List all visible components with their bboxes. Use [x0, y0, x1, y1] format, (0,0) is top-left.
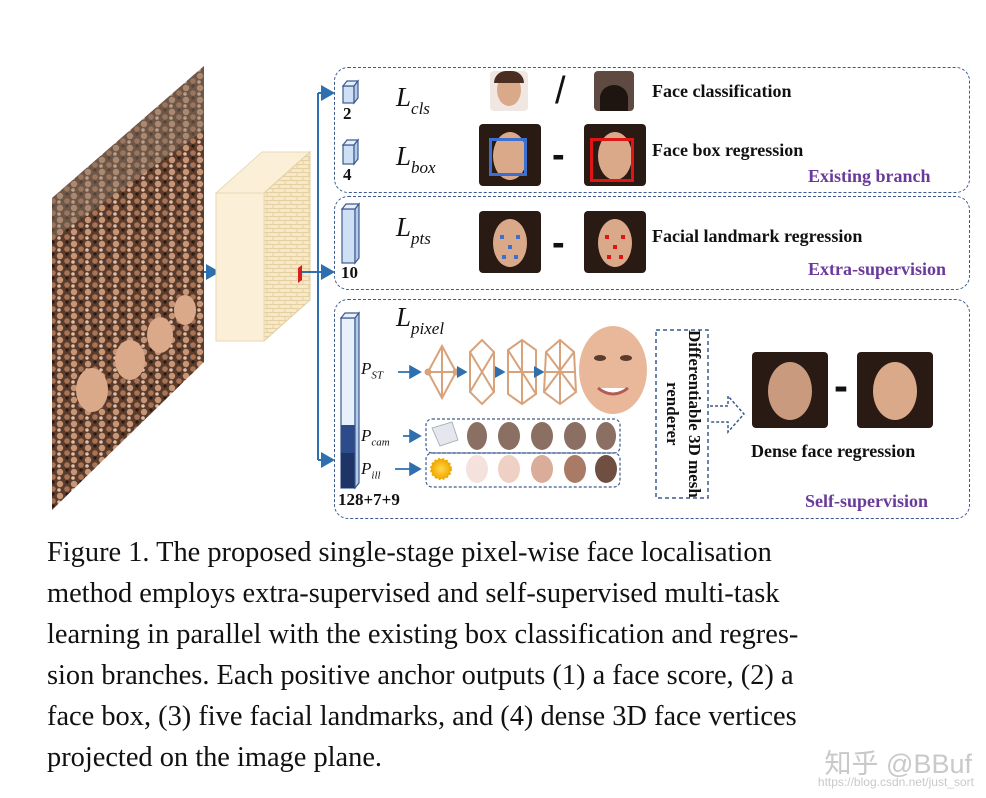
camera-pose-strip: [425, 418, 621, 454]
existing-branch-box: [334, 67, 970, 193]
watermark-text: 知乎 @BBuf: [824, 749, 972, 779]
face-landmark-gt-image: [479, 211, 541, 273]
existing-branch-label: Existing branch: [808, 166, 931, 186]
mesh-sequence: [424, 338, 578, 406]
param-ill: Pill: [361, 459, 381, 482]
param-cam: Pcam: [361, 426, 390, 449]
renderer-label: Differentiable 3D mesh renderer: [663, 330, 704, 498]
extra-supervision-label: Extra-supervision: [808, 259, 947, 279]
loss-box: Lbox: [396, 141, 436, 178]
caption-line: learning in parallel with the existing b…: [47, 619, 799, 651]
extra-supervision-box: [334, 196, 970, 290]
desc-landmark-regression: Facial landmark regression: [652, 226, 863, 246]
feature-map-cube: [214, 150, 312, 343]
caption-line: Figure 1. The proposed single-stage pixe…: [47, 537, 772, 568]
face-positive-thumbnail: [490, 71, 528, 111]
crowd-image: [52, 66, 204, 510]
illumination-strip: [425, 452, 621, 488]
caption-line: method employs extra-supervised and self…: [47, 578, 780, 610]
figure: 2 4 Lcls Lbox / Face classification - Fa…: [52, 66, 970, 519]
self-supervision-label: Self-supervision: [805, 491, 929, 511]
dim-pts: 10: [341, 263, 358, 282]
dim-cls: 2: [343, 104, 352, 123]
watermark-url: https://blog.csdn.net/just_sort: [817, 775, 974, 789]
param-st: PST: [361, 359, 384, 382]
rendered-face-image: [579, 326, 647, 414]
loss-pixel: Lpixel: [396, 302, 445, 339]
separator-dash-dense: -: [834, 362, 848, 409]
self-supervision-box: [334, 299, 970, 519]
dim-box: 4: [343, 165, 352, 184]
face-landmark-pred-image: [584, 211, 646, 273]
dense-face-rendered-image: [752, 352, 828, 428]
dim-pixel: 128+7+9: [338, 490, 400, 509]
caption-line: face box, (3) five facial landmarks, and…: [47, 701, 797, 733]
loss-pts: Lpts: [396, 212, 431, 249]
output-cube-cls: [341, 79, 360, 105]
mesh-4: [542, 338, 578, 406]
renderer-box: [655, 329, 709, 499]
renderer-label-wrap: Differentiable 3D mesh renderer: [656, 330, 708, 498]
renderer-arrow: [710, 394, 746, 434]
separator-slash: /: [555, 70, 566, 112]
face-negative-thumbnail: [594, 71, 634, 111]
caption-line: sion branches. Each positive anchor outp…: [47, 660, 794, 692]
face-box-gt-image: [479, 124, 541, 186]
mesh-3: [507, 338, 537, 406]
separator-dash-pts: -: [552, 222, 565, 264]
desc-dense-regression: Dense face regression: [751, 441, 916, 461]
desc-classification: Face classification: [652, 81, 792, 101]
output-cube-box: [341, 138, 360, 166]
caption-line: projected on the image plane.: [47, 742, 383, 774]
branch-connectors: [302, 85, 335, 468]
desc-box-regression: Face box regression: [652, 140, 804, 160]
separator-dash-box: -: [552, 134, 565, 176]
face-box-pred-image: [584, 124, 646, 186]
figure-graphics: [52, 66, 746, 510]
dense-face-original-image: [857, 352, 933, 428]
output-cube-pixel: [339, 311, 361, 490]
mesh-2: [469, 338, 495, 406]
loss-cls: Lcls: [396, 82, 430, 119]
figure-caption: Figure 1. The proposed single-stage pixe…: [47, 532, 931, 779]
